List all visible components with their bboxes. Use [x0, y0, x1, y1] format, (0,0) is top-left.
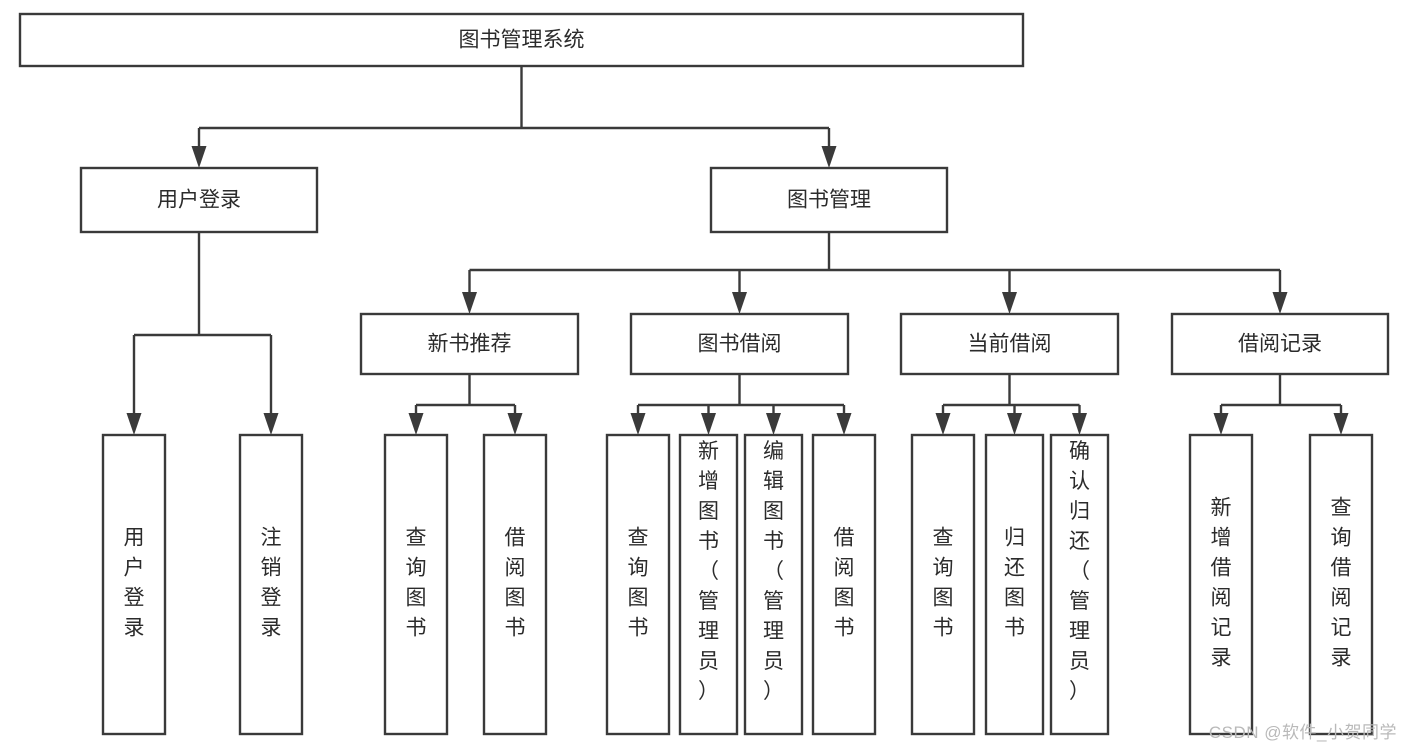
node-label-records: 借阅记录: [1238, 333, 1322, 356]
arrow-head-borrow: [732, 292, 747, 314]
node-leaf-return-book[interactable]: 归还图书: [984, 433, 1045, 736]
arrow-head-leaf-add-record: [1213, 413, 1229, 435]
connector-layer: [126, 66, 1349, 435]
node-leaf-edit-book[interactable]: 编辑图书（管理员）: [743, 433, 804, 736]
node-label-borrow: 图书借阅: [698, 333, 782, 356]
arrow-head-leaf-query-record: [1333, 413, 1349, 435]
node-newbook[interactable]: 新书推荐: [359, 312, 580, 376]
node-label-leaf-user-logout: 注销登录: [261, 527, 282, 640]
node-box-leaf-borrow-book: [811, 433, 877, 736]
node-label-leaf-borrow-book: 借阅图书: [834, 527, 855, 640]
node-label-leaf-query-book-current: 查询图书: [933, 527, 954, 640]
node-box-bookmgmt: [709, 166, 949, 234]
node-label-leaf-user-login: 用户登录: [124, 527, 145, 640]
node-box-leaf-query-book-borrow: [605, 433, 671, 736]
node-box-leaf-user-login: [101, 433, 167, 736]
arrow-head-leaf-edit-book: [766, 413, 781, 435]
node-borrow[interactable]: 图书借阅: [629, 312, 850, 376]
arrow-head-leaf-user-logout: [263, 413, 279, 435]
arrow-head-leaf-confirm-return: [1072, 413, 1087, 435]
node-box-newbook: [359, 312, 580, 376]
node-box-current: [899, 312, 1120, 376]
node-box-leaf-edit-book: [743, 433, 804, 736]
arrow-head-leaf-query-book-borrow: [630, 413, 646, 435]
node-current[interactable]: 当前借阅: [899, 312, 1120, 376]
node-label-bookmgmt: 图书管理: [787, 189, 871, 212]
node-box-leaf-borrow-book-new: [482, 433, 548, 736]
node-label-leaf-add-record: 新增借阅记录: [1211, 497, 1232, 670]
node-root[interactable]: 图书管理系统: [18, 12, 1025, 68]
node-label-leaf-query-record: 查询借阅记录: [1331, 497, 1352, 670]
node-box-leaf-confirm-return: [1049, 433, 1110, 736]
node-label-current: 当前借阅: [968, 333, 1052, 356]
arrow-head-leaf-query-book-new: [408, 413, 424, 435]
node-layer: 图书管理系统用户登录图书管理新书推荐图书借阅当前借阅借阅记录用户登录注销登录查询…: [18, 12, 1390, 736]
node-leaf-query-record[interactable]: 查询借阅记录: [1308, 433, 1374, 736]
node-leaf-add-record[interactable]: 新增借阅记录: [1188, 433, 1254, 736]
node-box-borrow: [629, 312, 850, 376]
node-label-newbook: 新书推荐: [428, 333, 512, 356]
arrow-head-leaf-borrow-book-new: [507, 413, 523, 435]
node-label-leaf-return-book: 归还图书: [1004, 527, 1025, 640]
arrow-head-newbook: [462, 292, 477, 314]
arrow-head-bookmgmt: [821, 146, 837, 168]
arrow-head-leaf-query-book-current: [935, 413, 951, 435]
node-box-root: [18, 12, 1025, 68]
node-leaf-query-book-current[interactable]: 查询图书: [910, 433, 976, 736]
node-label-root: 图书管理系统: [459, 29, 585, 52]
node-leaf-add-book[interactable]: 新增图书（管理员）: [678, 433, 739, 736]
node-records[interactable]: 借阅记录: [1170, 312, 1390, 376]
node-box-leaf-add-record: [1188, 433, 1254, 736]
node-bookmgmt[interactable]: 图书管理: [709, 166, 949, 234]
node-box-records: [1170, 312, 1390, 376]
node-leaf-user-login[interactable]: 用户登录: [101, 433, 167, 736]
node-box-leaf-return-book: [984, 433, 1045, 736]
node-box-leaf-query-record: [1308, 433, 1374, 736]
node-leaf-query-book-borrow[interactable]: 查询图书: [605, 433, 671, 736]
node-login[interactable]: 用户登录: [79, 166, 319, 234]
node-box-login: [79, 166, 319, 234]
node-leaf-borrow-book-new[interactable]: 借阅图书: [482, 433, 548, 736]
node-label-leaf-query-book-borrow: 查询图书: [628, 527, 649, 640]
node-label-login: 用户登录: [157, 189, 241, 212]
node-label-leaf-confirm-return: 确认归还（管理员）: [1069, 440, 1090, 703]
arrow-head-current: [1002, 292, 1017, 314]
arrow-head-login: [191, 146, 207, 168]
arrow-head-records: [1272, 292, 1288, 314]
node-box-leaf-user-logout: [238, 433, 304, 736]
node-label-leaf-query-book-new: 查询图书: [406, 527, 427, 640]
node-label-leaf-edit-book: 编辑图书（管理员）: [763, 440, 784, 703]
node-leaf-user-logout[interactable]: 注销登录: [238, 433, 304, 736]
node-box-leaf-query-book-current: [910, 433, 976, 736]
arrow-head-leaf-return-book: [1007, 413, 1022, 435]
node-label-leaf-borrow-book-new: 借阅图书: [505, 527, 526, 640]
node-leaf-query-book-new[interactable]: 查询图书: [383, 433, 449, 736]
node-box-leaf-query-book-new: [383, 433, 449, 736]
node-label-leaf-add-book: 新增图书（管理员）: [698, 440, 719, 703]
node-leaf-borrow-book[interactable]: 借阅图书: [811, 433, 877, 736]
node-box-leaf-add-book: [678, 433, 739, 736]
arrow-head-leaf-borrow-book: [836, 413, 852, 435]
node-leaf-confirm-return[interactable]: 确认归还（管理员）: [1049, 433, 1110, 736]
arrow-head-leaf-add-book: [701, 413, 716, 435]
arrow-head-leaf-user-login: [126, 413, 142, 435]
